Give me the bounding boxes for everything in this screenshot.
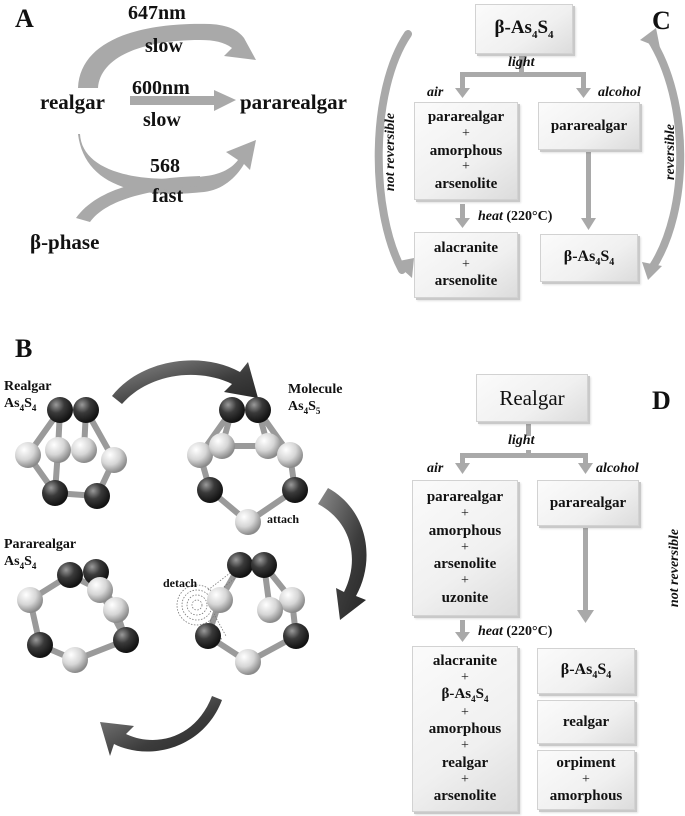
detach-s-atom bbox=[257, 597, 283, 623]
detach-molecule bbox=[205, 562, 299, 665]
reversible-curve bbox=[646, 34, 685, 272]
arrow-beta-phase-band bbox=[76, 176, 200, 222]
curved-arrow-right bbox=[318, 488, 367, 620]
d-light-label: light bbox=[508, 433, 535, 448]
wavelength-600-label: 600nm bbox=[132, 77, 190, 99]
realgar-as-atom bbox=[84, 483, 110, 509]
wavelength-568-label: 568 bbox=[150, 155, 180, 177]
curved-arrow-top bbox=[112, 360, 258, 404]
realgar-as-atom bbox=[73, 397, 99, 423]
c-heat-label: heat (220°C) bbox=[478, 209, 553, 224]
d-not-reversible-label: not reversible bbox=[667, 528, 682, 608]
detach-s-atom bbox=[207, 587, 233, 613]
detach-as-atom bbox=[195, 623, 221, 649]
d-beta-as4s4-box: β-As4S4 bbox=[537, 648, 635, 694]
d-heated-products-box: alacranite + β-As4S4 + amorphous + realg… bbox=[412, 646, 518, 812]
molecule-name: Molecule bbox=[288, 382, 343, 397]
molecule-s-atom bbox=[209, 433, 235, 459]
c-alcohol-label: alcohol bbox=[598, 85, 641, 100]
attach-label: attach bbox=[267, 512, 299, 526]
reversible-arrowhead-top bbox=[640, 28, 660, 48]
curved-arrow-bottom bbox=[100, 696, 222, 756]
arrow-568-band bbox=[78, 134, 256, 194]
speed-slow-middle-label: slow bbox=[143, 109, 181, 131]
speed-fast-label: fast bbox=[152, 185, 184, 207]
realgar-s-atom bbox=[15, 442, 41, 468]
molecule-as-atom bbox=[282, 477, 308, 503]
molecule-s-atom bbox=[255, 433, 281, 459]
molecule-s-atom bbox=[277, 442, 303, 468]
d-alcohol-product-box: pararealgar bbox=[537, 480, 639, 526]
detach-label: detach bbox=[163, 576, 197, 590]
molecule-as-atom bbox=[197, 477, 223, 503]
c-alcohol-product-box: pararealgar bbox=[538, 102, 640, 150]
panel-label-b: B bbox=[15, 334, 33, 363]
molecule-as-atom bbox=[219, 397, 245, 423]
d-air-products-box: pararealgar + amorphous + arsenolite + u… bbox=[412, 480, 518, 616]
d-realgar-top-box: Realgar bbox=[476, 374, 588, 422]
d-realgar-product-box: realgar bbox=[537, 700, 635, 744]
c-air-products-box: pararealgar + amorphous + arsenolite bbox=[414, 102, 518, 200]
pararealgar-as-atom bbox=[57, 562, 83, 588]
detach-as-atom bbox=[227, 552, 253, 578]
d-heat-label: heat (220°C) bbox=[478, 624, 553, 639]
realgar-s-atom bbox=[101, 447, 127, 473]
pararealgar-s-atom bbox=[103, 597, 129, 623]
detach-as-atom bbox=[251, 552, 277, 578]
pararealgar-s-atom bbox=[87, 577, 113, 603]
arrow-647nm-band bbox=[78, 23, 256, 88]
realgar-molecule-name: Realgar bbox=[4, 379, 52, 394]
detach-as-atom bbox=[283, 623, 309, 649]
arrow-600nm-shaft bbox=[130, 96, 216, 105]
c-light-label: light bbox=[508, 55, 535, 70]
realgar-s-atom bbox=[71, 437, 97, 463]
d-air-label: air bbox=[427, 461, 444, 476]
pararealgar-label: pararealgar bbox=[240, 90, 347, 114]
pararealgar-molecule-name: Pararealgar bbox=[4, 537, 77, 552]
detach-s-atom bbox=[235, 649, 261, 675]
molecule-s-atom bbox=[187, 442, 213, 468]
not-reversible-arrowhead bbox=[394, 258, 414, 278]
c-beta-as4s4-bottom-box: β-As4S4 bbox=[540, 234, 638, 282]
arrow-600nm-head bbox=[214, 90, 236, 111]
c-heated-products-box: alacranite + arsenolite bbox=[414, 232, 518, 298]
realgar-s-atom bbox=[45, 437, 71, 463]
realgar-molecule bbox=[25, 407, 117, 499]
pararealgar-s-atom bbox=[17, 587, 43, 613]
c-air-label: air bbox=[427, 85, 444, 100]
detach-s-atom bbox=[279, 587, 305, 613]
speed-slow-top-label: slow bbox=[145, 35, 183, 57]
realgar-as-atom bbox=[42, 480, 68, 506]
d-alcohol-label: alcohol bbox=[596, 461, 639, 476]
pararealgar-as-atom bbox=[113, 627, 139, 653]
realgar-as-atom bbox=[47, 397, 73, 423]
panel-label-d: D bbox=[652, 386, 671, 415]
molecule-attached-s-atom bbox=[235, 509, 261, 535]
wavelength-647-label: 647nm bbox=[128, 2, 186, 24]
molecule-as4s5 bbox=[197, 407, 298, 525]
d-orpiment-amorphous-box: orpiment + amorphous bbox=[537, 750, 635, 810]
pararealgar-s-atom bbox=[62, 647, 88, 673]
molecule-as-atom bbox=[245, 397, 271, 423]
panel-label-a: A bbox=[15, 4, 34, 33]
beta-as4s4-top-box: β-As4S4 bbox=[475, 4, 573, 54]
pararealgar-as-atom bbox=[27, 632, 53, 658]
beta-phase-label: β-phase bbox=[30, 230, 100, 254]
atoms bbox=[15, 397, 309, 675]
molecule-formula: As4S5 bbox=[288, 399, 321, 416]
panel-label-c: C bbox=[652, 6, 671, 35]
realgar-label: realgar bbox=[40, 90, 105, 114]
c-not-reversible-label: not reversible bbox=[383, 112, 398, 192]
c-reversible-label: reversible bbox=[663, 124, 678, 180]
realgar-molecule-formula: As4S4 bbox=[4, 396, 37, 413]
reversible-arrowhead-bottom bbox=[642, 262, 662, 280]
pararealgar-molecule-formula: As4S4 bbox=[4, 554, 37, 571]
not-reversible-curve bbox=[374, 30, 412, 274]
